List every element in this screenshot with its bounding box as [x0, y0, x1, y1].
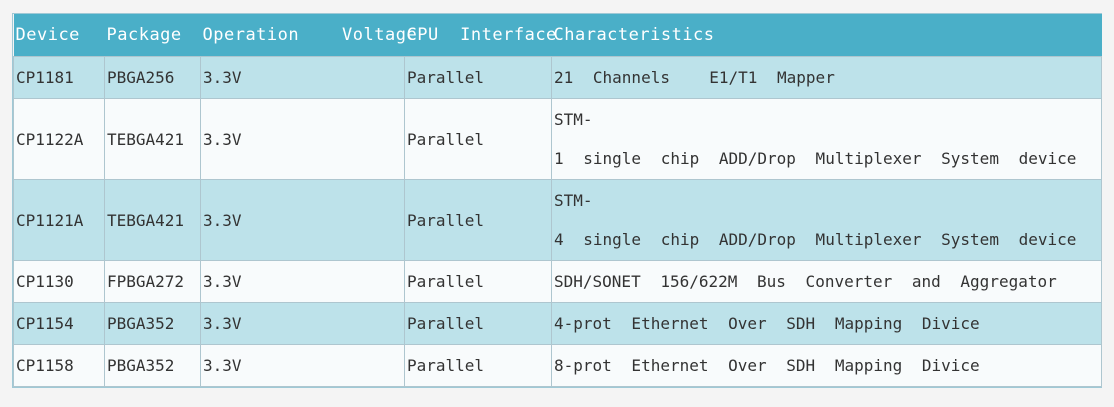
- cell-device: CP1121A: [13, 179, 105, 261]
- cell-package: PBGA352: [104, 302, 201, 345]
- table-row: CP1121A TEBGA421 3.3V Parallel STM- 4 sin…: [13, 179, 1102, 261]
- device-table: Device Package Operation Voltage CPU Int…: [13, 14, 1102, 387]
- characteristics-line: STM-: [554, 191, 593, 210]
- cell-interface: Parallel: [404, 56, 552, 99]
- cell-interface: Parallel: [404, 98, 552, 180]
- characteristics-line: SDH/SONET 156/622M Bus Converter and Agg…: [554, 272, 1057, 291]
- cell-interface: Parallel: [404, 179, 552, 261]
- cell-device: CP1158: [13, 344, 105, 387]
- characteristics-line: 1 single chip ADD/Drop Multiplexer Syste…: [554, 149, 1077, 168]
- cell-package: TEBGA421: [104, 98, 201, 180]
- table-row: CP1130 FPBGA272 3.3V Parallel SDH/SONET …: [13, 260, 1102, 303]
- characteristics-line: 8-prot Ethernet Over SDH Mapping Divice: [554, 356, 980, 375]
- cell-characteristics: SDH/SONET 156/622M Bus Converter and Agg…: [551, 260, 1102, 303]
- characteristics-line: 21 Channels E1/T1 Mapper: [554, 68, 835, 87]
- cell-voltage: 3.3V: [200, 56, 405, 99]
- cell-characteristics: STM- 4 single chip ADD/Drop Multiplexer S…: [551, 179, 1102, 261]
- table-row: CP1181 PBGA256 3.3V Parallel 21 Channels…: [13, 56, 1102, 99]
- cell-characteristics: 4-prot Ethernet Over SDH Mapping Divice: [551, 302, 1102, 345]
- cell-device: CP1181: [13, 56, 105, 99]
- cell-voltage: 3.3V: [200, 344, 405, 387]
- cell-device: CP1154: [13, 302, 105, 345]
- cell-package: PBGA256: [104, 56, 201, 99]
- cell-interface: Parallel: [404, 344, 552, 387]
- cell-interface: Parallel: [404, 260, 552, 303]
- cell-voltage: 3.3V: [200, 98, 405, 180]
- cell-device: CP1130: [13, 260, 105, 303]
- cell-voltage: 3.3V: [200, 302, 405, 345]
- characteristics-line: STM-: [554, 110, 593, 129]
- cell-voltage: 3.3V: [200, 179, 405, 261]
- header-device: Device: [13, 14, 105, 57]
- cell-device: CP1122A: [13, 98, 105, 180]
- cell-package: FPBGA272: [104, 260, 201, 303]
- table-row: CP1154 PBGA352 3.3V Parallel 4-prot Ethe…: [13, 302, 1102, 345]
- device-table-container: Device Package Operation Voltage CPU Int…: [12, 13, 1102, 388]
- header-row: Device Package Operation Voltage CPU Int…: [13, 14, 1102, 57]
- header-package: Package: [104, 14, 201, 57]
- table-row: CP1158 PBGA352 3.3V Parallel 8-prot Ethe…: [13, 344, 1102, 387]
- characteristics-line: 4-prot Ethernet Over SDH Mapping Divice: [554, 314, 980, 333]
- cell-characteristics: STM- 1 single chip ADD/Drop Multiplexer S…: [551, 98, 1102, 180]
- cell-voltage: 3.3V: [200, 260, 405, 303]
- cell-package: TEBGA421: [104, 179, 201, 261]
- table-row: CP1122A TEBGA421 3.3V Parallel STM- 1 sin…: [13, 98, 1102, 180]
- header-operation-voltage: Operation Voltage: [200, 14, 417, 57]
- characteristics-line: 4 single chip ADD/Drop Multiplexer Syste…: [554, 230, 1077, 249]
- header-cpu-interface: CPU Interface: [404, 14, 556, 57]
- cell-package: PBGA352: [104, 344, 201, 387]
- cell-characteristics: 8-prot Ethernet Over SDH Mapping Divice: [551, 344, 1102, 387]
- cell-interface: Parallel: [404, 302, 552, 345]
- cell-characteristics: 21 Channels E1/T1 Mapper: [551, 56, 1102, 99]
- header-characteristics: Characteristics: [551, 14, 1102, 57]
